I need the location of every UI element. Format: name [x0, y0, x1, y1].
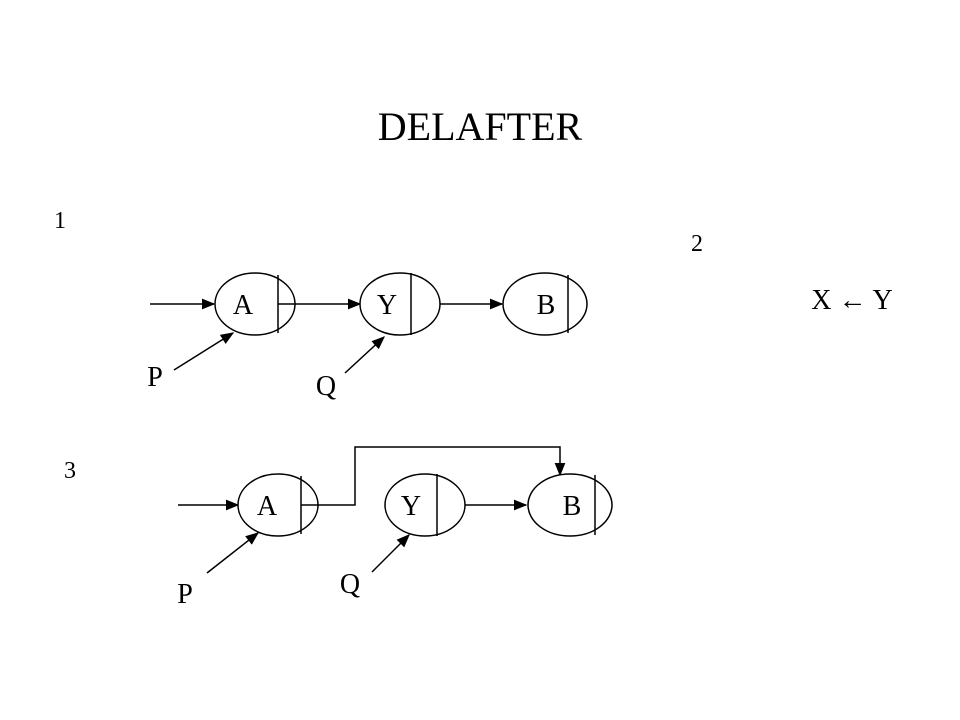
list-diagram-3: A Y B P Q	[177, 446, 613, 610]
node-label: B	[563, 491, 582, 522]
list-node-a: A	[214, 272, 296, 336]
pointer-arrow-q	[344, 336, 385, 374]
list-diagram-1: A Y B P Q	[147, 272, 588, 402]
list-node-b: B	[502, 272, 588, 336]
node-label: A	[257, 491, 278, 522]
node-label: A	[233, 290, 254, 321]
pointer-arrow-p	[206, 532, 260, 574]
node-label: B	[537, 290, 556, 321]
pointer-label-q: Q	[340, 569, 360, 600]
assignment-formula: X ← Y	[811, 285, 892, 316]
pointer-label-p: P	[147, 362, 163, 393]
pointer-label-p: P	[177, 579, 193, 610]
list-node-b: B	[527, 473, 613, 537]
pointer-arrow-p	[173, 332, 235, 371]
list-node-y: Y	[359, 272, 441, 336]
bypass-link-arrow	[301, 446, 566, 506]
pointer-arrow-q	[371, 534, 410, 573]
pointer-label-q: Q	[316, 371, 336, 402]
step-label-1: 1	[54, 208, 66, 234]
page-title: DELAFTER	[378, 104, 583, 149]
node-label: Y	[401, 491, 421, 522]
list-node-y: Y	[384, 473, 466, 537]
step-label-3: 3	[64, 458, 76, 484]
step-label-2: 2	[691, 231, 703, 257]
node-label: Y	[377, 290, 397, 321]
